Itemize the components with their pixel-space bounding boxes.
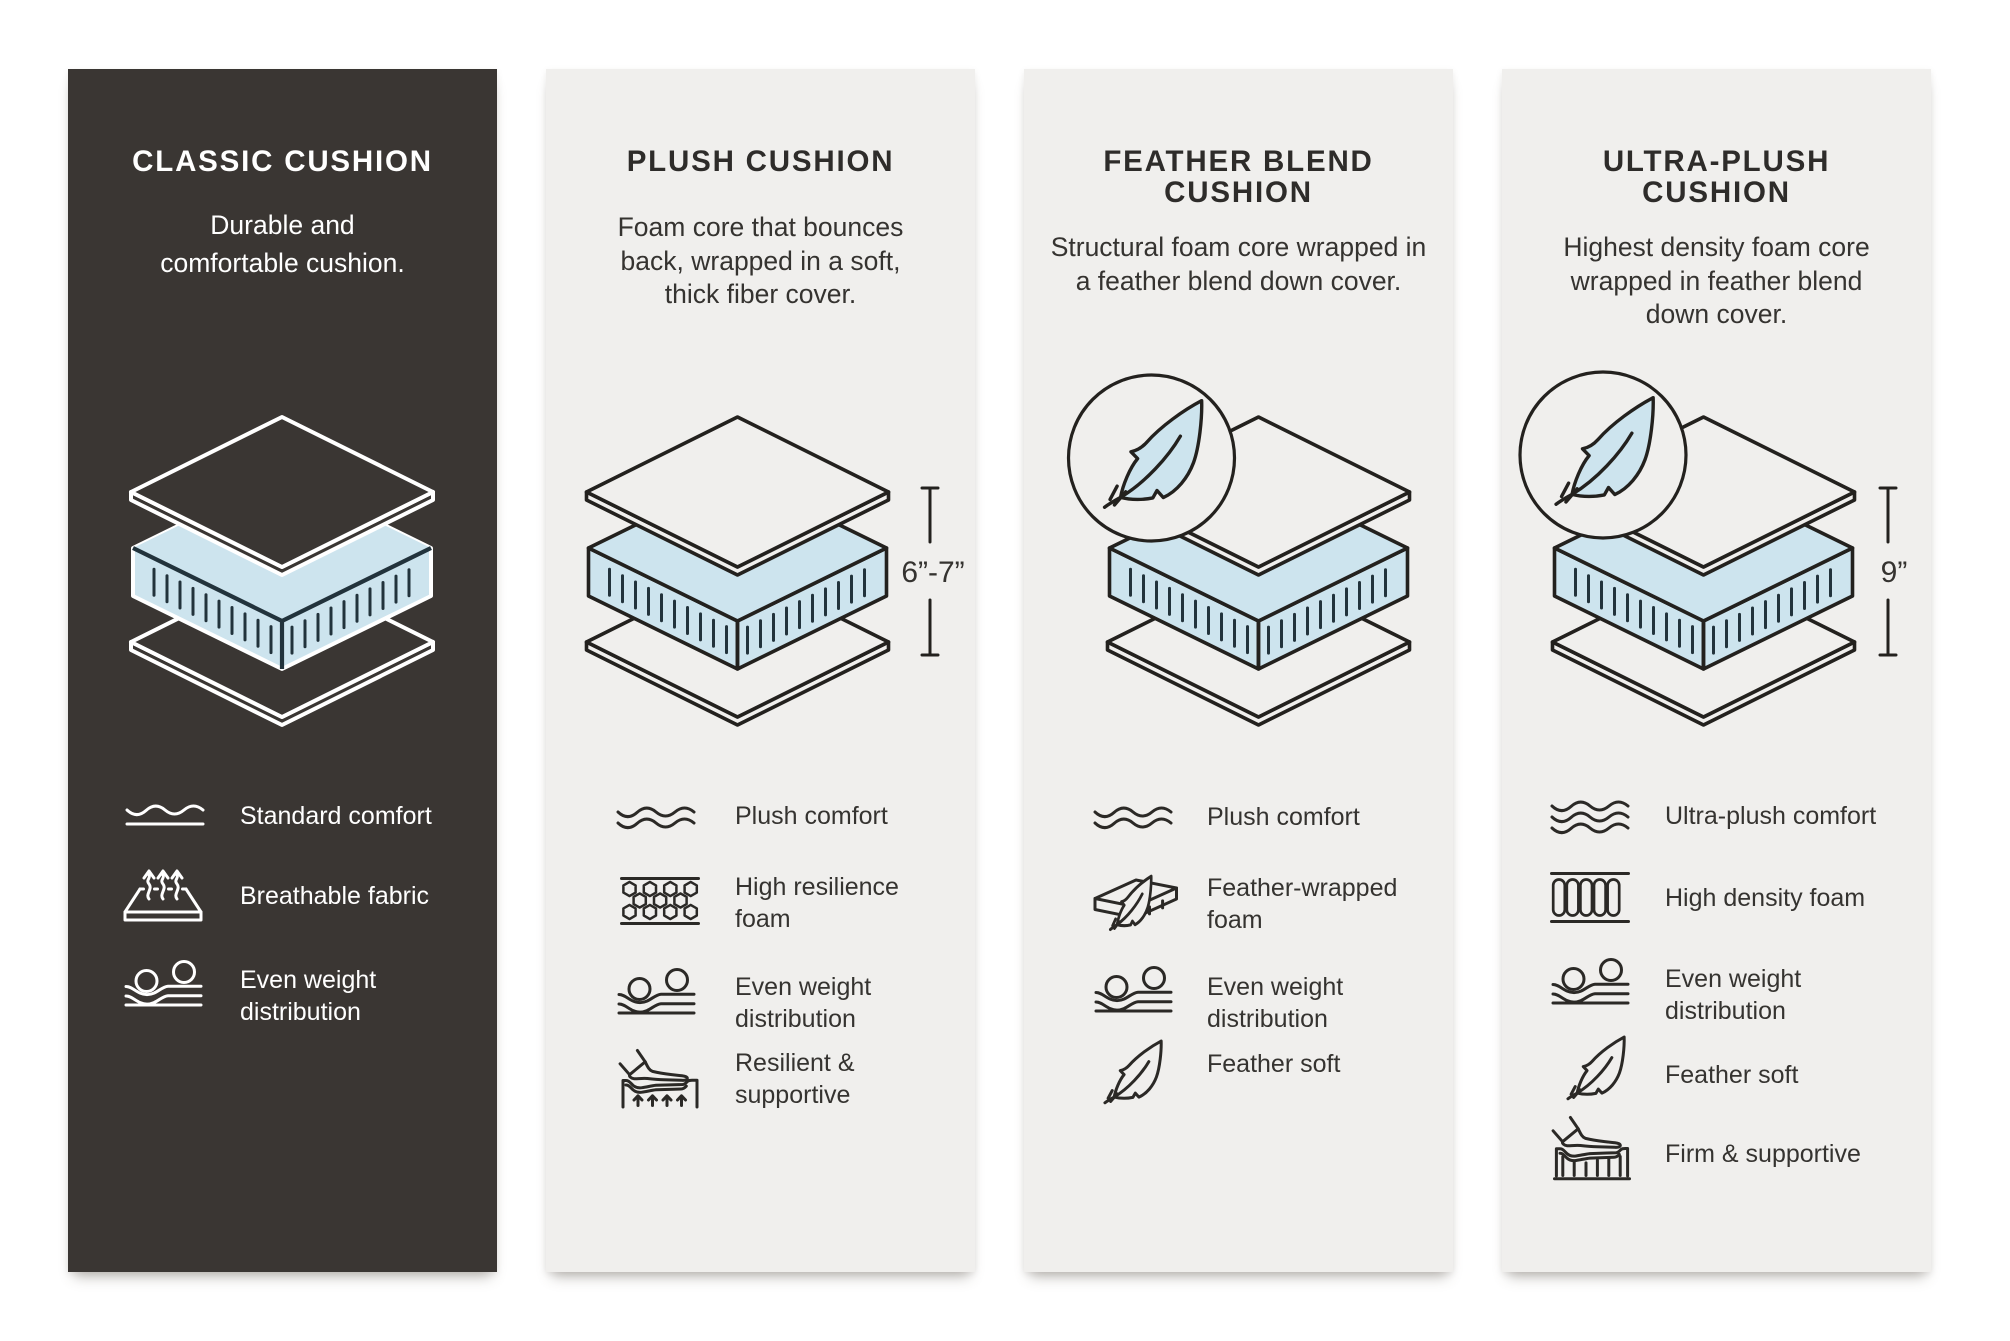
svg-text:6”-7”: 6”-7”	[901, 556, 964, 589]
svg-text:9”: 9”	[1881, 556, 1908, 589]
